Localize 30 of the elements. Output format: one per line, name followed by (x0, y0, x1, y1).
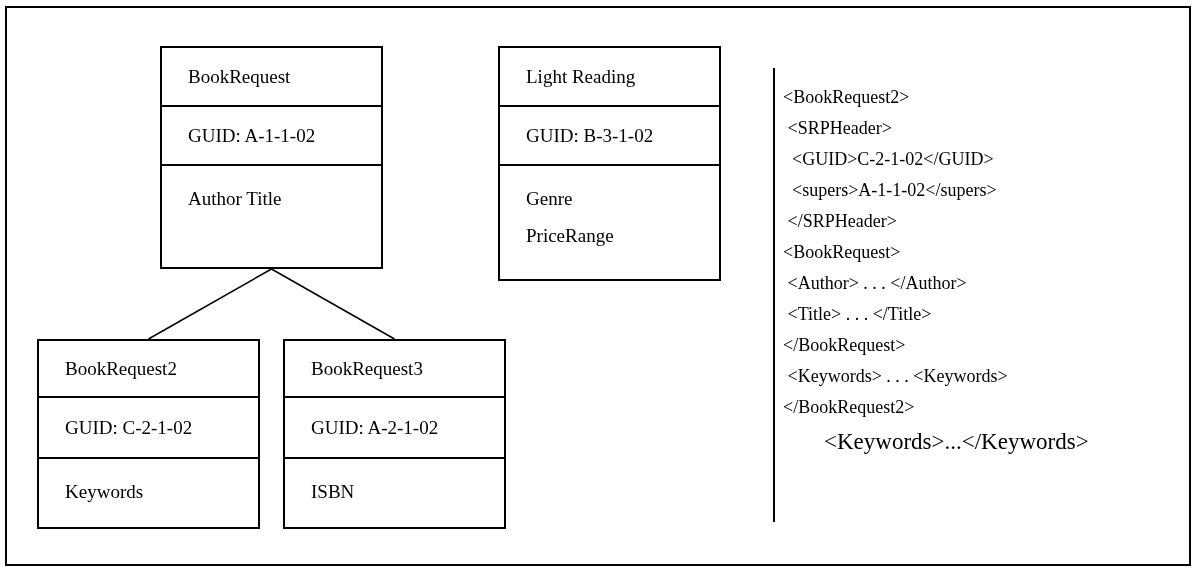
xml-code-line: <SRPHeader> (786, 119, 892, 137)
guid-text: GUID: A-2-1-02 (311, 415, 439, 440)
guid-text: GUID: B-3-1-02 (526, 123, 654, 148)
attribute-list: Author Title (188, 180, 298, 217)
attribute-list: Genre PriceRange (526, 180, 636, 254)
attribute-list: ISBN (311, 473, 421, 510)
xml-code-line: </BookRequest> (783, 336, 906, 354)
xml-code-line: <Keywords>...</Keywords> (824, 430, 1089, 453)
guid-text: GUID: C-2-1-02 (65, 415, 193, 440)
xml-code-line: </SRPHeader> (786, 212, 897, 230)
class-name: BookRequest3 (311, 356, 423, 381)
class-box (498, 46, 721, 281)
connector-line (147, 268, 273, 340)
xml-code-line: <Keywords> . . . <Keywords> (786, 367, 1008, 385)
class-box (37, 339, 260, 529)
xml-code-line: <Author> . . . </Author> (786, 274, 967, 292)
xml-code-line: <BookRequest2> (783, 88, 910, 106)
xml-code-line: <supers>A-1-1-02</supers> (791, 181, 997, 199)
class-name: Light Reading (526, 64, 636, 89)
class-box (160, 46, 383, 269)
class-name: BookRequest2 (65, 356, 177, 381)
guid-text: GUID: A-1-1-02 (188, 123, 316, 148)
class-name: BookRequest (188, 64, 291, 89)
class-box (283, 339, 506, 529)
attribute-list: Keywords (65, 473, 175, 510)
connector-line (270, 268, 396, 340)
xml-code-line: <Title> . . . </Title> (786, 305, 932, 323)
xml-code-line: <BookRequest> (783, 243, 901, 261)
xml-code-line: <GUID>C-2-1-02</GUID> (791, 150, 994, 168)
xml-code-line: </BookRequest2> (783, 398, 915, 416)
